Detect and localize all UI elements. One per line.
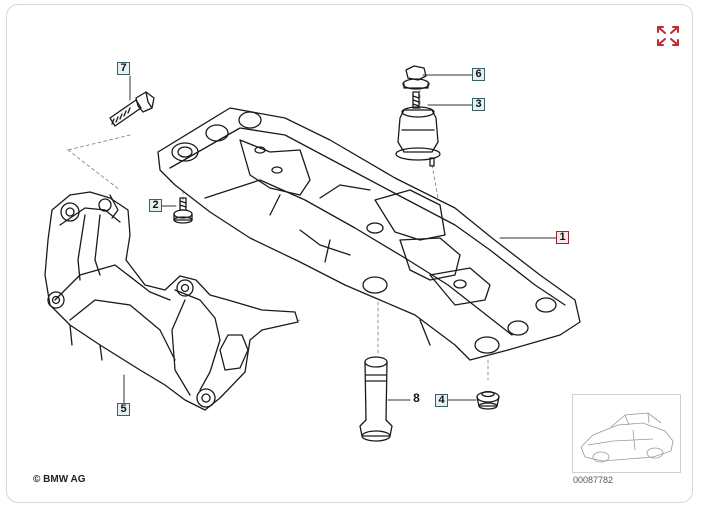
car-thumbnail-icon — [580, 412, 674, 463]
callout-4[interactable]: 4 — [435, 394, 448, 407]
callout-5[interactable]: 5 — [117, 403, 130, 416]
bolt-part-7 — [109, 91, 155, 127]
nut-part-4 — [476, 390, 500, 410]
callout-8[interactable]: 8 — [413, 391, 420, 405]
sleeve-part-8 — [359, 356, 393, 442]
car-thumbnail[interactable] — [572, 394, 681, 473]
callout-7[interactable]: 7 — [117, 62, 130, 75]
crossmember-part — [157, 107, 581, 361]
nut-part-6 — [402, 65, 430, 90]
bolt-part-2 — [173, 197, 193, 224]
reference-number: 00087782 — [573, 475, 614, 485]
callout-leaders — [123, 74, 557, 411]
callout-3[interactable]: 3 — [472, 98, 485, 111]
callout-2[interactable]: 2 — [149, 199, 162, 212]
callout-6[interactable]: 6 — [472, 68, 485, 81]
support-bracket-part — [44, 191, 299, 411]
copyright-text: © BMW AG — [33, 474, 86, 485]
expand-arrows-icon[interactable] — [655, 24, 681, 48]
callout-1[interactable]: 1 — [556, 231, 569, 244]
rubber-mount-part-3 — [395, 91, 441, 167]
